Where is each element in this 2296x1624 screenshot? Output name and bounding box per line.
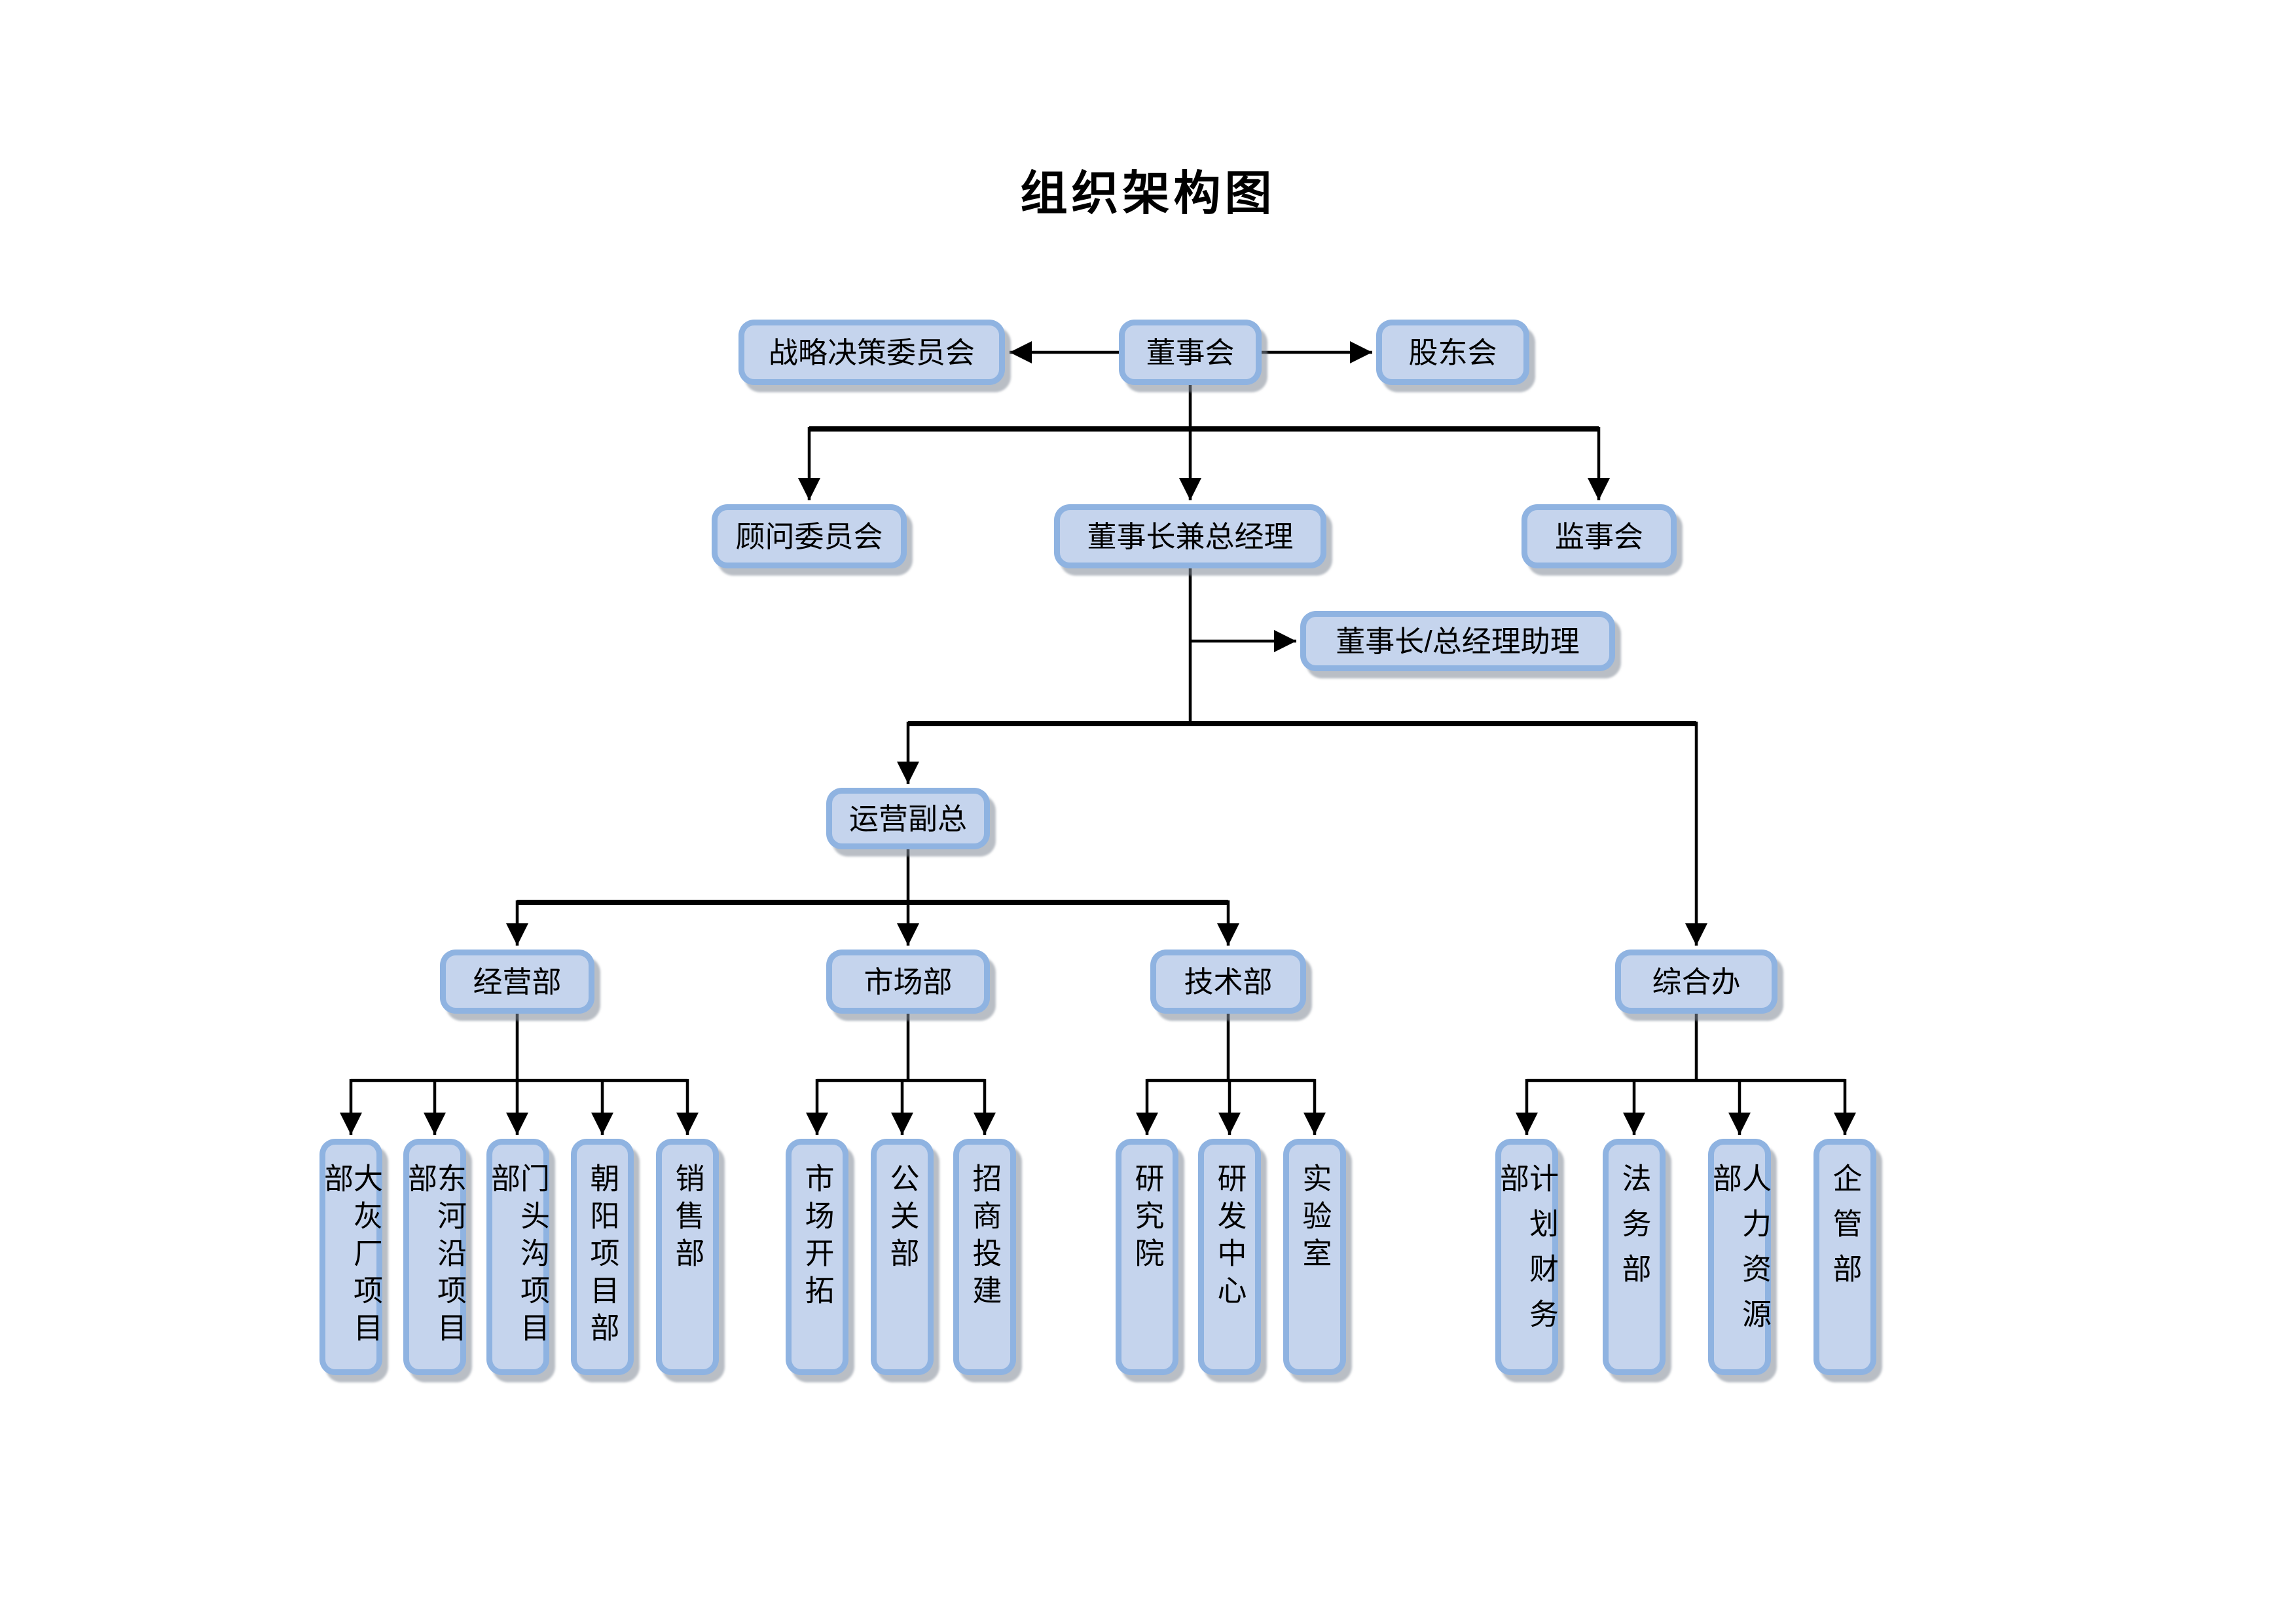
node-fill: 经营部 <box>446 955 589 1008</box>
node-label-research-institute: 研究院 <box>1130 1163 1164 1275</box>
node-label-supervisory-board: 监事会 <box>1554 519 1643 553</box>
node-fill: 运营副总 <box>832 794 984 843</box>
node-label-board: 董事会 <box>1146 335 1235 369</box>
node-fill: 股东会 <box>1382 325 1523 379</box>
node-fill: 企管部 <box>1819 1145 1870 1369</box>
node-label-strategy-committee: 战略决策委员会 <box>768 335 975 369</box>
node-label-market-expansion: 市场开拓 <box>800 1163 834 1312</box>
node-fill: 董事会 <box>1125 325 1256 379</box>
node-label-tech-dept: 技术部 <box>1184 965 1273 999</box>
node-label-advisory-committee: 顾问委员会 <box>735 519 883 553</box>
node-label-general-office: 综合办 <box>1652 965 1741 999</box>
node-label-sales-dept: 销售部 <box>670 1163 704 1275</box>
node-mentougou-project: 门头沟项目部 <box>486 1139 549 1375</box>
node-dongheyan-project: 东河沿项目部 <box>403 1139 466 1375</box>
node-supervisory-board: 监事会 <box>1522 504 1677 568</box>
node-label-assistant: 董事长/总经理助理 <box>1336 624 1580 658</box>
node-fill: 招商投建 <box>959 1145 1010 1369</box>
node-tech-dept: 技术部 <box>1150 950 1306 1014</box>
node-investment-dept: 招商投建 <box>953 1139 1016 1375</box>
node-label-hr-dept: 人力资源部 <box>1708 1163 1771 1344</box>
node-label-chaoyang-project: 朝阳项目部 <box>585 1163 619 1350</box>
node-business-dept: 经营部 <box>440 950 594 1014</box>
node-fill: 市场部 <box>832 955 984 1008</box>
node-label-dahuichang-project: 大灰厂项目部 <box>319 1163 382 1350</box>
node-enterprise-mgmt-dept: 企管部 <box>1813 1139 1876 1375</box>
node-market-dept: 市场部 <box>826 950 990 1014</box>
node-legal-dept: 法务部 <box>1603 1139 1666 1375</box>
node-pr-dept: 公关部 <box>871 1139 934 1375</box>
node-general-office: 综合办 <box>1615 950 1777 1014</box>
node-sales-dept: 销售部 <box>656 1139 719 1375</box>
node-fill: 综合办 <box>1621 955 1772 1008</box>
node-fill: 人力资源部 <box>1708 1145 1771 1369</box>
node-fill: 东河沿项目部 <box>403 1145 466 1369</box>
node-fill: 监事会 <box>1527 510 1671 563</box>
node-fill: 董事长/总经理助理 <box>1306 617 1609 665</box>
node-fill: 董事长兼总经理 <box>1060 510 1321 563</box>
node-rd-center: 研发中心 <box>1198 1139 1261 1375</box>
node-planning-finance-dept: 计划财务部 <box>1495 1139 1558 1375</box>
node-label-dongheyan-project: 东河沿项目部 <box>403 1163 466 1350</box>
node-fill: 销售部 <box>662 1145 713 1369</box>
node-fill: 计划财务部 <box>1495 1145 1558 1369</box>
node-label-planning-finance-dept: 计划财务部 <box>1495 1163 1558 1344</box>
node-label-mentougou-project: 门头沟项目部 <box>486 1163 549 1350</box>
node-fill: 战略决策委员会 <box>744 325 999 379</box>
node-market-expansion: 市场开拓 <box>786 1139 848 1375</box>
node-label-pr-dept: 公关部 <box>885 1163 919 1275</box>
page-title: 组织架构图 <box>1020 168 1276 220</box>
node-fill: 实验室 <box>1289 1145 1340 1369</box>
node-chairman-gm: 董事长兼总经理 <box>1054 504 1326 568</box>
node-fill: 研发中心 <box>1204 1145 1255 1369</box>
node-fill: 顾问委员会 <box>718 510 901 563</box>
node-laboratory: 实验室 <box>1283 1139 1346 1375</box>
node-dahuichang-project: 大灰厂项目部 <box>319 1139 382 1375</box>
node-strategy-committee: 战略决策委员会 <box>738 320 1005 385</box>
node-label-chairman-gm: 董事长兼总经理 <box>1087 519 1294 553</box>
node-hr-dept: 人力资源部 <box>1708 1139 1771 1375</box>
node-research-institute: 研究院 <box>1116 1139 1178 1375</box>
node-label-rd-center: 研发中心 <box>1212 1163 1247 1312</box>
node-label-legal-dept: 法务部 <box>1617 1163 1651 1299</box>
node-label-investment-dept: 招商投建 <box>968 1163 1002 1312</box>
node-fill: 研究院 <box>1121 1145 1173 1369</box>
node-ops-vp: 运营副总 <box>826 788 990 849</box>
node-fill: 门头沟项目部 <box>486 1145 549 1369</box>
node-assistant: 董事长/总经理助理 <box>1300 611 1615 671</box>
node-fill: 大灰厂项目部 <box>319 1145 382 1369</box>
node-advisory-committee: 顾问委员会 <box>712 504 907 568</box>
node-fill: 公关部 <box>877 1145 928 1369</box>
node-label-market-dept: 市场部 <box>864 965 953 999</box>
node-fill: 技术部 <box>1156 955 1300 1008</box>
node-fill: 朝阳项目部 <box>577 1145 628 1369</box>
node-shareholders: 股东会 <box>1376 320 1529 385</box>
node-fill: 市场开拓 <box>792 1145 843 1369</box>
node-label-enterprise-mgmt-dept: 企管部 <box>1828 1163 1862 1299</box>
node-label-shareholders: 股东会 <box>1408 335 1497 369</box>
node-chaoyang-project: 朝阳项目部 <box>571 1139 634 1375</box>
node-label-business-dept: 经营部 <box>473 965 562 999</box>
node-fill: 法务部 <box>1609 1145 1660 1369</box>
node-label-ops-vp: 运营副总 <box>848 802 967 836</box>
node-label-laboratory: 实验室 <box>1298 1163 1332 1275</box>
node-board: 董事会 <box>1119 320 1262 385</box>
